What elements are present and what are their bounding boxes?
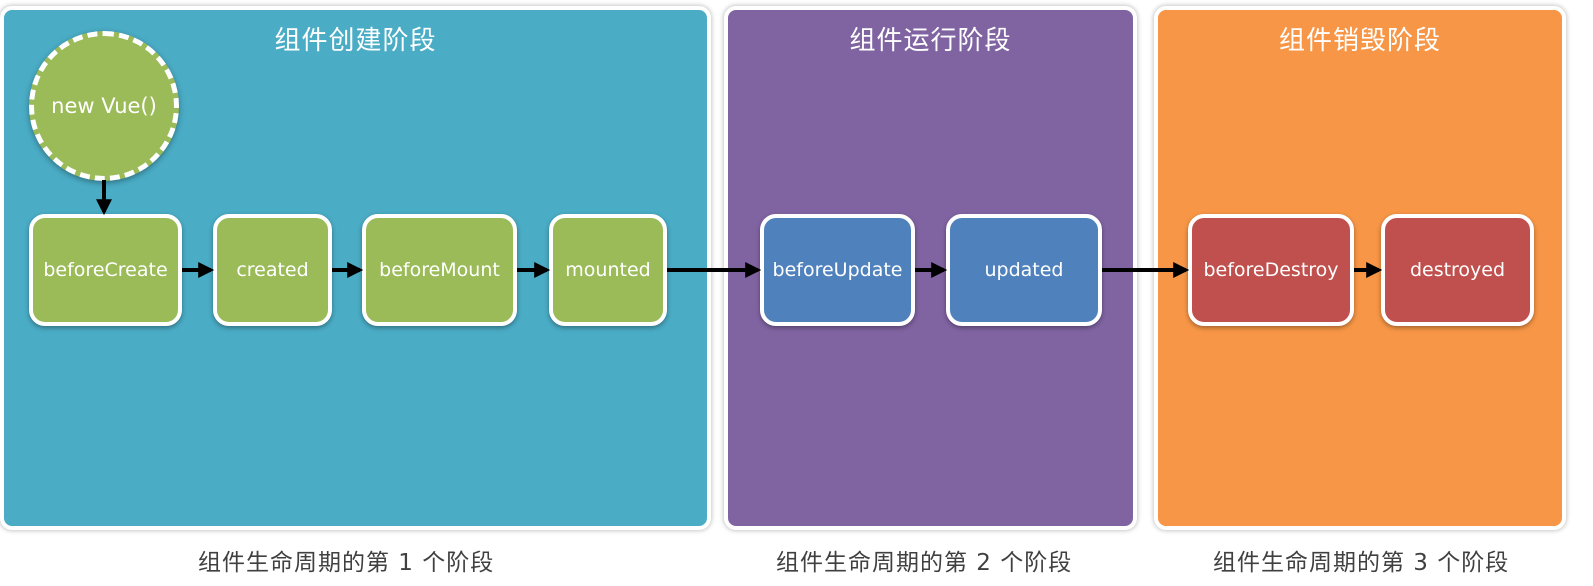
mounted-node: mounted <box>549 214 667 326</box>
before-update-label: beforeUpdate <box>772 259 903 281</box>
destroyed-label: destroyed <box>1409 259 1506 281</box>
destroyed-node: destroyed <box>1381 214 1534 326</box>
stage2-caption: 组件生命周期的第 2 个阶段 <box>776 550 1073 576</box>
new-vue-label: new Vue() <box>51 94 157 118</box>
destruction-stage-title: 组件销毁阶段 <box>1278 26 1441 56</box>
before-create-label: beforeCreate <box>43 259 168 281</box>
before-mount-node: beforeMount <box>362 214 517 326</box>
mounted-label: mounted <box>565 259 651 281</box>
before-mount-label: beforeMount <box>379 259 500 281</box>
stage1-caption: 组件生命周期的第 1 个阶段 <box>198 550 495 576</box>
creation-stage-title: 组件创建阶段 <box>274 26 437 56</box>
created-node: created <box>213 214 332 326</box>
updated-node: updated <box>946 214 1102 326</box>
running-stage-title: 组件运行阶段 <box>849 26 1012 56</box>
stage3-caption: 组件生命周期的第 3 个阶段 <box>1213 550 1510 576</box>
before-update-node: beforeUpdate <box>760 214 915 326</box>
before-destroy-label: beforeDestroy <box>1203 259 1339 281</box>
created-label: created <box>236 259 309 281</box>
new-vue-start-node: new Vue() <box>29 31 179 181</box>
before-create-node: beforeCreate <box>29 214 182 326</box>
updated-label: updated <box>984 259 1064 281</box>
before-destroy-node: beforeDestroy <box>1188 214 1354 326</box>
